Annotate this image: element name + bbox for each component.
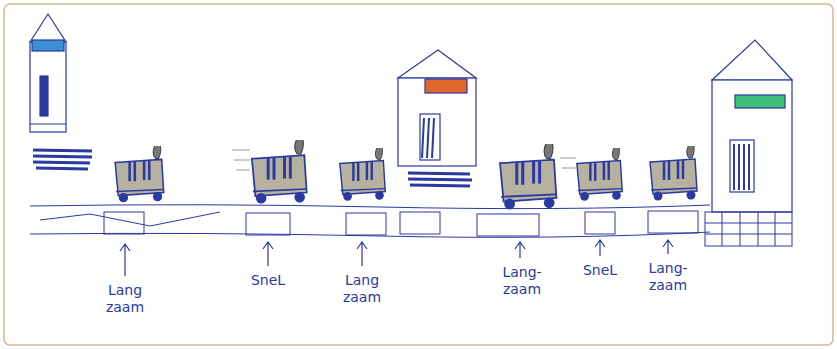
road <box>30 205 710 238</box>
speed-label: SneL <box>251 272 285 289</box>
speed-label: Lang zaam <box>339 272 385 306</box>
speed-label: SneL <box>583 262 617 279</box>
speed-label: Lang- zaam <box>645 260 691 294</box>
shopping-carts <box>115 135 697 209</box>
house-right <box>705 40 792 246</box>
speed-label: Lang- zaam <box>499 264 545 298</box>
house-left <box>30 14 92 169</box>
speed-label: Lang zaam <box>102 282 148 316</box>
house-middle <box>398 50 476 186</box>
frame <box>4 4 833 345</box>
